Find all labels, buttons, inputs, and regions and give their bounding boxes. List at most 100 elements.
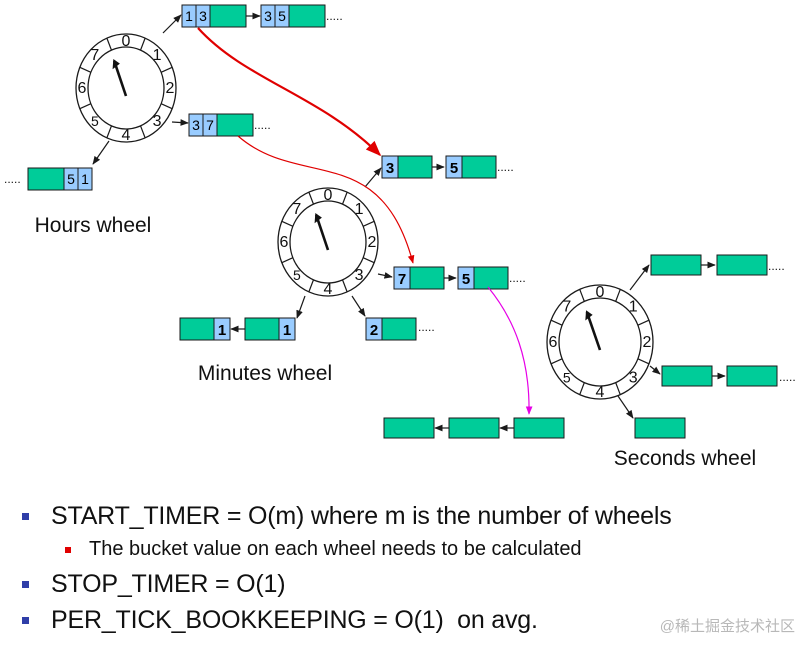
timer-node-index: 5 (278, 8, 286, 24)
minutes-wheel-label: Minutes wheel (198, 362, 332, 385)
wheel-slot-number: 7 (90, 47, 99, 64)
wheel-spoke (579, 382, 585, 395)
bullet-text: PER_TICK_BOOKKEEPING = O(1) on avg. (51, 606, 538, 634)
continuation-dots: ..... (768, 259, 785, 273)
timer-node-index: 5 (450, 160, 458, 177)
wheel-spoke (160, 103, 173, 110)
timer-node-index: 5 (67, 171, 75, 187)
cascade-arrow (237, 135, 415, 264)
wheel-slot-number: 4 (596, 384, 605, 401)
timer-node-index: 1 (185, 8, 193, 24)
timer-node (448, 417, 500, 439)
timer-node-index: 1 (283, 322, 291, 339)
timer-node: 7 (393, 266, 445, 290)
timer-node-index: 3 (264, 8, 272, 24)
wheel-inner-ring (558, 297, 642, 387)
wheel-slot-number: 5 (293, 267, 301, 283)
timer-node-index: 5 (462, 271, 470, 288)
bullet-text: STOP_TIMER = O(1) (51, 570, 286, 598)
wheel-spoke (139, 125, 146, 139)
timer-node: 5 (445, 155, 497, 179)
bullet-item: PER_TICK_BOOKKEEPING = O(1) on avg. (22, 606, 538, 635)
timer-node-index: 1 (81, 171, 89, 187)
timer-node: 3 (381, 155, 433, 179)
wheel-slot-number: 3 (153, 113, 162, 130)
timer-node-index: 7 (398, 271, 406, 288)
wheel-slot-number: 6 (280, 234, 289, 251)
wheel-slot-number: 0 (122, 33, 131, 50)
hours-slot1-pointer (162, 14, 182, 34)
cascade-arrow (487, 286, 533, 415)
bullet-square-icon (22, 513, 29, 520)
continuation-dots: ..... (4, 172, 21, 186)
timer-node: 1 3 (181, 4, 247, 28)
continuation-dots: ..... (254, 118, 271, 132)
wheel-inner-ring (289, 200, 367, 284)
wheel-hand (585, 311, 602, 351)
timer-node (716, 254, 768, 276)
sub-bullet-text: The bucket value on each wheel needs to … (89, 538, 582, 560)
wheel-spoke (139, 37, 146, 51)
wheel-slot-number: 5 (563, 369, 571, 385)
wheel-spoke (341, 191, 348, 205)
wheel-slot-number: 2 (643, 334, 652, 351)
wheel-slot-number: 1 (153, 47, 162, 64)
wheel-slot-number: 1 (629, 299, 638, 316)
wheel-spoke (550, 319, 563, 326)
wheel-hand-tip (314, 212, 322, 224)
cascade-arrow (197, 27, 382, 157)
wheel-slot-number: 7 (562, 299, 571, 316)
wheel-slot-number: 5 (91, 113, 99, 129)
wheel-hand (112, 60, 128, 97)
wheel-spoke (106, 125, 113, 139)
timer-node: 5 (457, 266, 509, 290)
sub-bullet-item: The bucket value on each wheel needs to … (65, 538, 582, 561)
wheel-outer-ring (277, 187, 379, 297)
timer-node (634, 417, 686, 439)
bullet-text: START_TIMER = O(m) where m is the number… (51, 502, 672, 530)
wheel-slot-number: 1 (355, 201, 364, 218)
timer-node: 5 1 (27, 167, 93, 191)
timer-node-index: 1 (218, 322, 226, 339)
timer-node: 1 (179, 317, 231, 341)
wheel-spoke (362, 220, 375, 227)
continuation-dots: ..... (509, 271, 526, 285)
wheel-slot-number: 2 (368, 234, 377, 251)
wheel-inner-ring (87, 46, 165, 130)
wheel-spoke (79, 66, 92, 73)
wheel-hand (314, 214, 330, 251)
wheel-spoke (550, 358, 563, 365)
timer-node-index: 3 (199, 8, 207, 24)
wheel-spoke (79, 103, 92, 110)
bullet-square-icon (22, 581, 29, 588)
timer-node (661, 365, 713, 387)
bullet-item: START_TIMER = O(m) where m is the number… (22, 502, 672, 531)
timer-node: 2 (365, 317, 417, 341)
timer-node: 1 (244, 317, 296, 341)
wheel-spoke (308, 279, 315, 293)
wheel-spoke (637, 319, 650, 326)
timer-node: 3 5 (260, 4, 326, 28)
timer-node (383, 417, 435, 439)
wheel-spoke (615, 289, 621, 302)
wheel-slot-number: 3 (629, 369, 638, 386)
wheel-slot-number: 0 (596, 284, 605, 301)
wheel-slot-number: 0 (324, 187, 333, 204)
watermark: @稀土掘金技术社区 (659, 618, 795, 635)
timer-node-index: 3 (386, 160, 394, 177)
timer-node: 3 7 (188, 113, 254, 137)
wheel-spoke (341, 279, 348, 293)
wheel-slot-number: 6 (549, 334, 558, 351)
timer-node (513, 417, 565, 439)
continuation-dots: ..... (497, 160, 514, 174)
timer-node (726, 365, 778, 387)
wheel-spoke (281, 220, 294, 227)
wheel-hand-tip (585, 310, 593, 321)
wheel-spoke (362, 257, 375, 264)
wheel-slot-number: 3 (355, 267, 364, 284)
continuation-dots: ..... (418, 320, 435, 334)
complexity-bullets: START_TIMER = O(m) where m is the number… (0, 488, 807, 652)
